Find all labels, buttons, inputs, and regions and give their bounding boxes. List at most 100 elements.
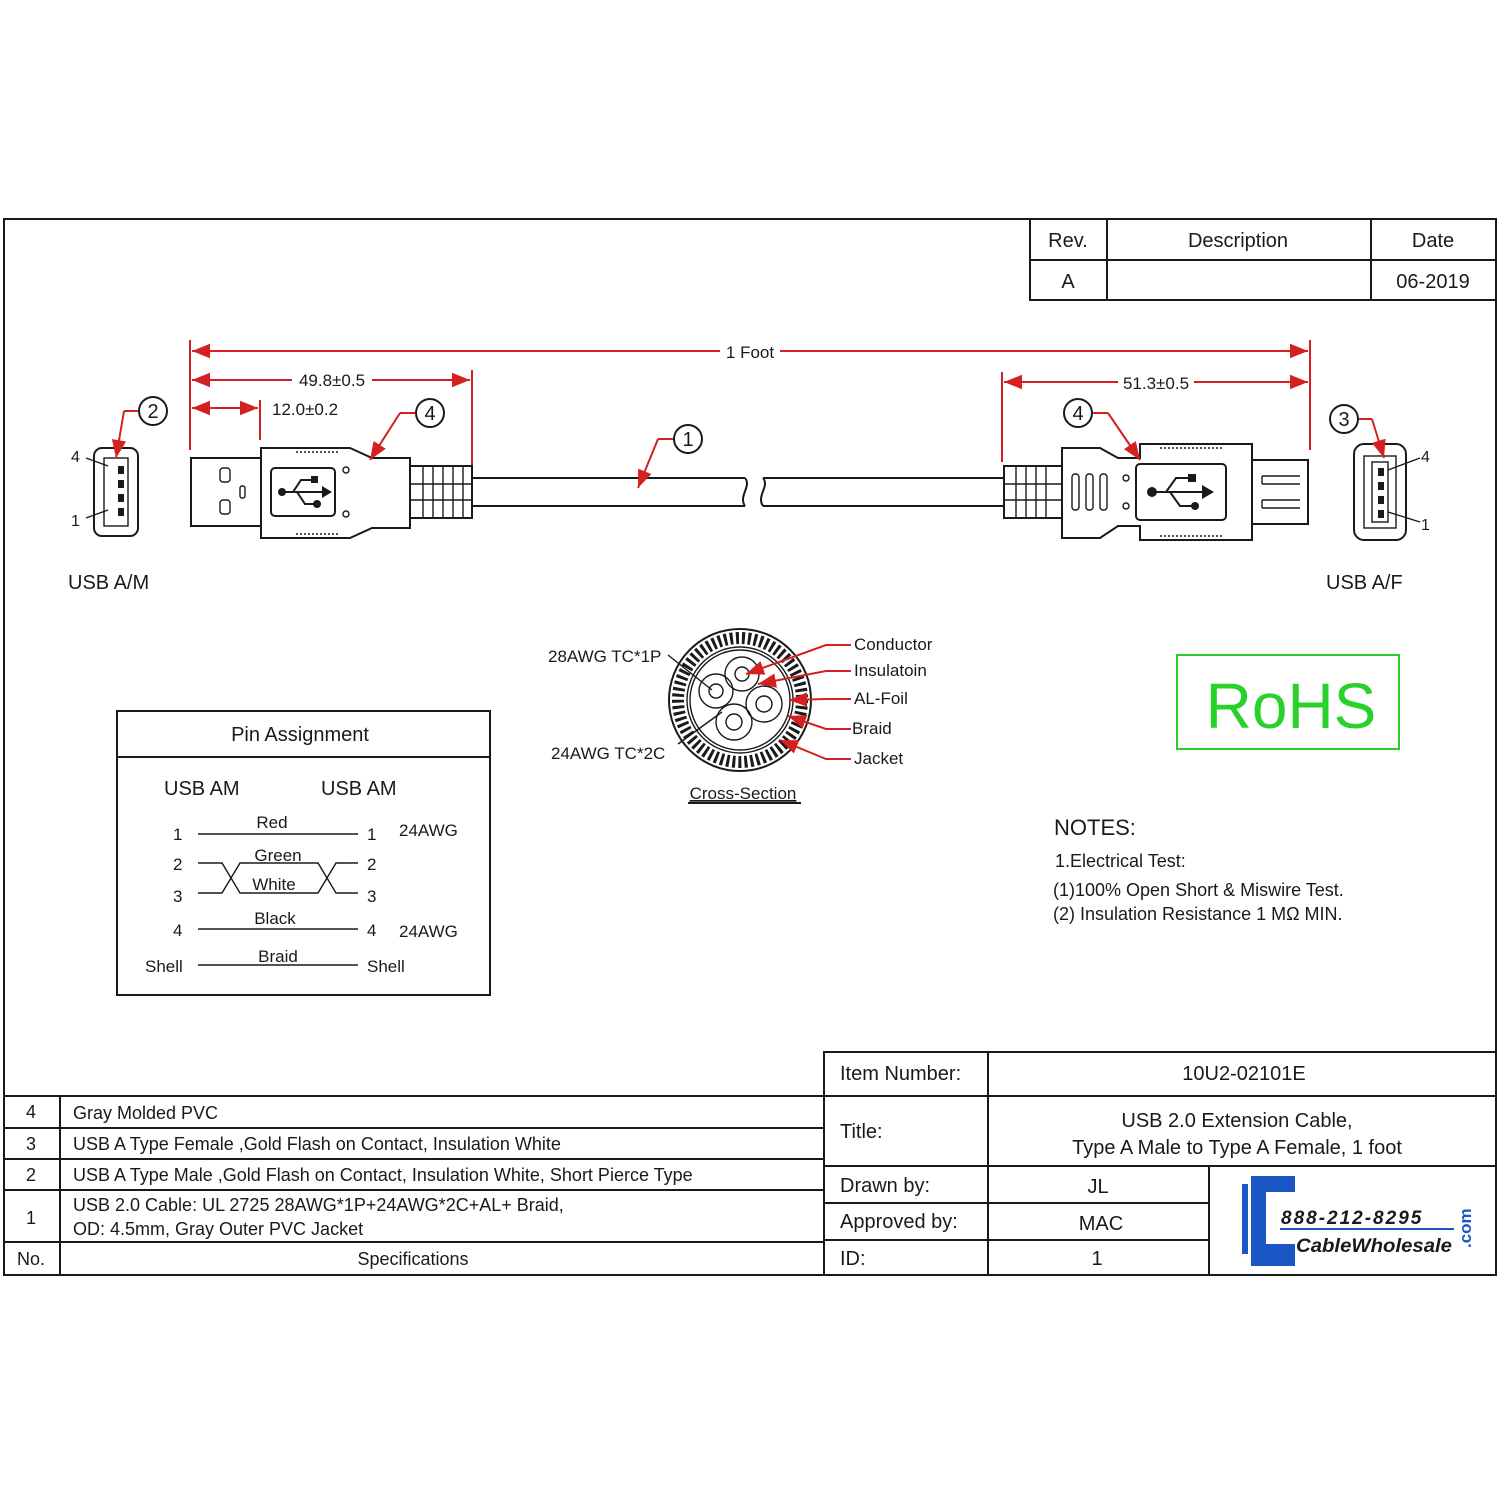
logo-name: CableWholesale — [1296, 1236, 1452, 1257]
bom-footer-no: No. — [17, 1249, 45, 1269]
pin-row-4-gauge: 24AWG — [399, 922, 458, 941]
rev-header: Rev. — [1048, 230, 1088, 252]
usb-male-plug — [190, 447, 473, 539]
bom-footer-spec: Specifications — [357, 1249, 468, 1269]
revision-table: Rev. Description Date A 06-2019 — [1029, 219, 1496, 301]
callout-4-right: 4 — [1063, 398, 1141, 461]
callout-1-number: 1 — [682, 429, 693, 451]
pin-row-4-left: 4 — [173, 921, 182, 940]
usb-am-face-view: 4 1 USB A/M — [68, 447, 149, 594]
drawn-by-label: Drawn by: — [840, 1175, 930, 1197]
pin-row-2-left: 2 — [173, 855, 182, 874]
description-header: Description — [1188, 230, 1288, 252]
cross-section-caption: Cross-Section — [690, 784, 797, 803]
pin-row-4-right: 4 — [367, 921, 376, 940]
title-line-1: USB 2.0 Extension Cable, — [1121, 1110, 1352, 1132]
id-label: ID: — [840, 1248, 866, 1270]
pair-awg-label: 28AWG TC*1P — [548, 647, 661, 666]
title-line-2: Type A Male to Type A Female, 1 foot — [1072, 1137, 1402, 1159]
id-value: 1 — [1091, 1248, 1102, 1270]
left-pin-bottom: 1 — [71, 513, 80, 530]
core-awg-label: 24AWG TC*2C — [551, 744, 665, 763]
title-block: Item Number: 10U2-02101E Title: USB 2.0 … — [823, 1051, 1497, 1276]
layer-insulation: Insulatoin — [854, 661, 927, 680]
bom-row-2-spec: USB A Type Male ,Gold Flash on Contact, … — [73, 1165, 693, 1185]
drawing-frame — [3, 218, 1497, 1276]
date-value: 06-2019 — [1396, 271, 1469, 293]
pin-row-3-left: 3 — [173, 887, 182, 906]
item-number-label: Item Number: — [840, 1063, 961, 1085]
rohs-mark: RoHS — [1176, 654, 1400, 750]
layer-braid: Braid — [852, 719, 892, 738]
notes-title: NOTES: — [1054, 815, 1136, 840]
callout-1: 1 — [637, 424, 703, 489]
callout-3: 3 — [1329, 404, 1386, 459]
cable — [472, 477, 1004, 507]
bom-row-3-spec: USB A Type Female ,Gold Flash on Contact… — [73, 1134, 561, 1154]
pin-row-5-right: Shell — [367, 957, 405, 976]
bom-row-4-spec: Gray Molded PVC — [73, 1103, 218, 1123]
item-number-value: 10U2-02101E — [1182, 1063, 1305, 1085]
dimension-lines: 1 Foot 49.8±0.5 12.0±0.2 51.3±0.5 — [189, 340, 1311, 465]
pin-row-4-wire: Black — [254, 909, 296, 928]
pin-row-1-left: 1 — [173, 825, 182, 844]
pin-assignment-table: Pin Assignment USB AM USB AM 1 Red 1 24A… — [116, 710, 491, 996]
bom-row-1-spec-line-2: OD: 4.5mm, Gray Outer PVC Jacket — [73, 1219, 363, 1239]
pin-row-1-gauge: 24AWG — [399, 821, 458, 840]
logo-phone: 888-212-8295 — [1281, 1208, 1423, 1229]
pin-row-5-wire: Braid — [258, 947, 298, 966]
drawn-by-value: JL — [1087, 1176, 1108, 1198]
pin-row-3-wire: White — [252, 875, 295, 894]
layer-jacket: Jacket — [854, 749, 903, 768]
dim-left-connector: 49.8±0.5 — [299, 371, 365, 390]
dim-overall: 1 Foot — [726, 343, 774, 362]
rev-value: A — [1061, 271, 1075, 293]
notes-line-3: (2) Insulation Resistance 1 MΩ MIN. — [1053, 904, 1343, 924]
pin-row-5-left: Shell — [145, 957, 183, 976]
usb-am-label: USB A/M — [68, 572, 149, 594]
notes-line-2: (1)100% Open Short & Miswire Test. — [1053, 880, 1344, 900]
rohs-text: RoHS — [1206, 670, 1377, 742]
pin-left-header: USB AM — [164, 778, 240, 800]
callout-2-number: 2 — [147, 401, 158, 423]
date-header: Date — [1412, 230, 1454, 252]
left-pin-top: 4 — [71, 449, 80, 466]
callout-4-right-number: 4 — [1072, 403, 1083, 425]
pin-row-3-right: 3 — [367, 887, 376, 906]
pin-row-2-wire: Green — [254, 846, 301, 865]
usb-af-face-view: 4 1 USB A/F — [1326, 443, 1430, 594]
usb-icon — [1147, 474, 1214, 510]
bom-table: 4 Gray Molded PVC 3 USB A Type Female ,G… — [4, 1095, 824, 1275]
usb-af-label: USB A/F — [1326, 572, 1403, 594]
callout-2: 2 — [111, 396, 168, 459]
usb-female-receptacle — [1003, 443, 1309, 541]
right-pin-bottom: 1 — [1421, 517, 1430, 534]
dim-left-plug: 12.0±0.2 — [272, 400, 338, 419]
pin-assignment-title: Pin Assignment — [231, 724, 369, 746]
layer-conductor: Conductor — [854, 635, 933, 654]
callout-4-left: 4 — [369, 398, 445, 461]
pin-row-2-right: 2 — [367, 855, 376, 874]
bom-row-4-no: 4 — [26, 1102, 36, 1122]
layer-al-foil: AL-Foil — [854, 689, 908, 708]
right-pin-top: 4 — [1421, 449, 1430, 466]
cross-section-diagram: 28AWG TC*1P 24AWG TC*2C Cross-Section Co… — [548, 628, 933, 804]
logo-tld: .com — [1456, 1208, 1475, 1248]
cablewholesale-logo: 888-212-8295 CableWholesale .com — [1242, 1176, 1475, 1266]
approved-by-label: Approved by: — [840, 1211, 958, 1233]
bom-row-1-spec-line-1: USB 2.0 Cable: UL 2725 28AWG*1P+24AWG*2C… — [73, 1195, 564, 1215]
callout-4-left-number: 4 — [424, 403, 435, 425]
bom-row-2-no: 2 — [26, 1165, 36, 1185]
pin-row-1-right: 1 — [367, 825, 376, 844]
callout-3-number: 3 — [1338, 409, 1349, 431]
notes: NOTES: 1.Electrical Test: (1)100% Open S… — [1053, 815, 1344, 924]
usb-icon — [278, 476, 332, 508]
approved-by-value: MAC — [1079, 1213, 1123, 1235]
pin-right-header: USB AM — [321, 778, 397, 800]
dim-right-connector: 51.3±0.5 — [1123, 374, 1189, 393]
bom-row-1-no: 1 — [26, 1208, 36, 1228]
notes-line-1: 1.Electrical Test: — [1055, 851, 1186, 871]
bom-row-3-no: 3 — [26, 1134, 36, 1154]
pin-row-1-wire: Red — [256, 813, 287, 832]
